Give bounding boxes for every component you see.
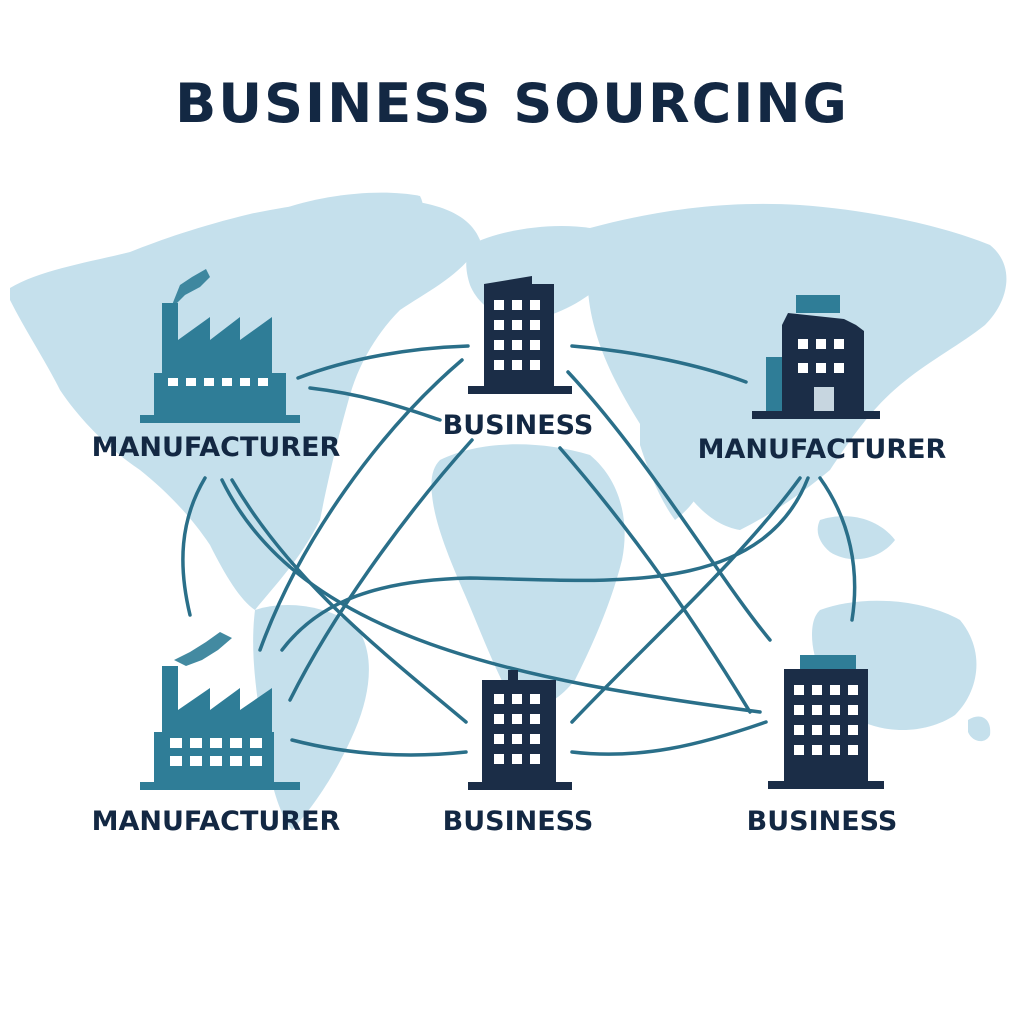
link-biz-top-center-to-mfr-top-right — [570, 344, 748, 384]
link-mfr-top-left-to-biz-top-center — [296, 344, 470, 380]
link-mfr-top-left-to-mfr-bottom-left — [181, 476, 207, 617]
link-mfr-top-left-to-mfr-top-right-arc — [308, 386, 442, 422]
south-america-landmass — [253, 605, 369, 830]
office-building-icon — [468, 670, 572, 790]
link-mfr-top-left-to-biz-bottom-center — [230, 478, 468, 724]
factory-icon — [140, 632, 300, 790]
office-building-icon — [768, 655, 884, 789]
factory-icon — [752, 295, 880, 419]
manufacturer-label-top-left: MANUFACTURER — [91, 432, 341, 463]
business-label-bottom-right: BUSINESS — [746, 806, 898, 837]
link-mfr-top-right-to-mfr-bottom-left — [280, 476, 810, 652]
factory-icon — [140, 269, 300, 423]
new-zealand-landmass — [968, 716, 991, 742]
business-label-bottom-center: BUSINESS — [442, 806, 594, 837]
link-biz-top-center-to-mfr-bottom-left-a — [258, 358, 464, 652]
link-mfr-bottom-left-to-biz-bottom-center — [290, 738, 468, 757]
greenland-landmass — [277, 192, 424, 264]
link-mfr-top-right-to-biz-bottom-right — [818, 476, 857, 622]
office-building-icon — [468, 276, 572, 394]
link-mfr-top-right-to-biz-bottom-center — [570, 476, 802, 724]
link-biz-top-center-to-mfr-bottom-left-b — [288, 438, 474, 702]
business-label-top-center: BUSINESS — [442, 410, 594, 441]
india-landmass — [640, 416, 712, 520]
diagram-title: BUSINESS SOURCING — [175, 72, 849, 135]
link-mfr-top-left-to-biz-bottom-right — [220, 478, 762, 714]
africa-landmass — [431, 444, 625, 708]
manufacturer-label-bottom-left: MANUFACTURER — [91, 806, 341, 837]
link-biz-top-center-to-biz-bottom-right-b — [558, 446, 752, 714]
manufacturer-label-top-right: MANUFACTURER — [697, 434, 947, 465]
southeast-asia-islands — [817, 516, 895, 560]
link-biz-bottom-center-to-biz-bottom-right — [570, 720, 768, 756]
link-biz-top-center-to-biz-bottom-right-a — [566, 370, 772, 642]
